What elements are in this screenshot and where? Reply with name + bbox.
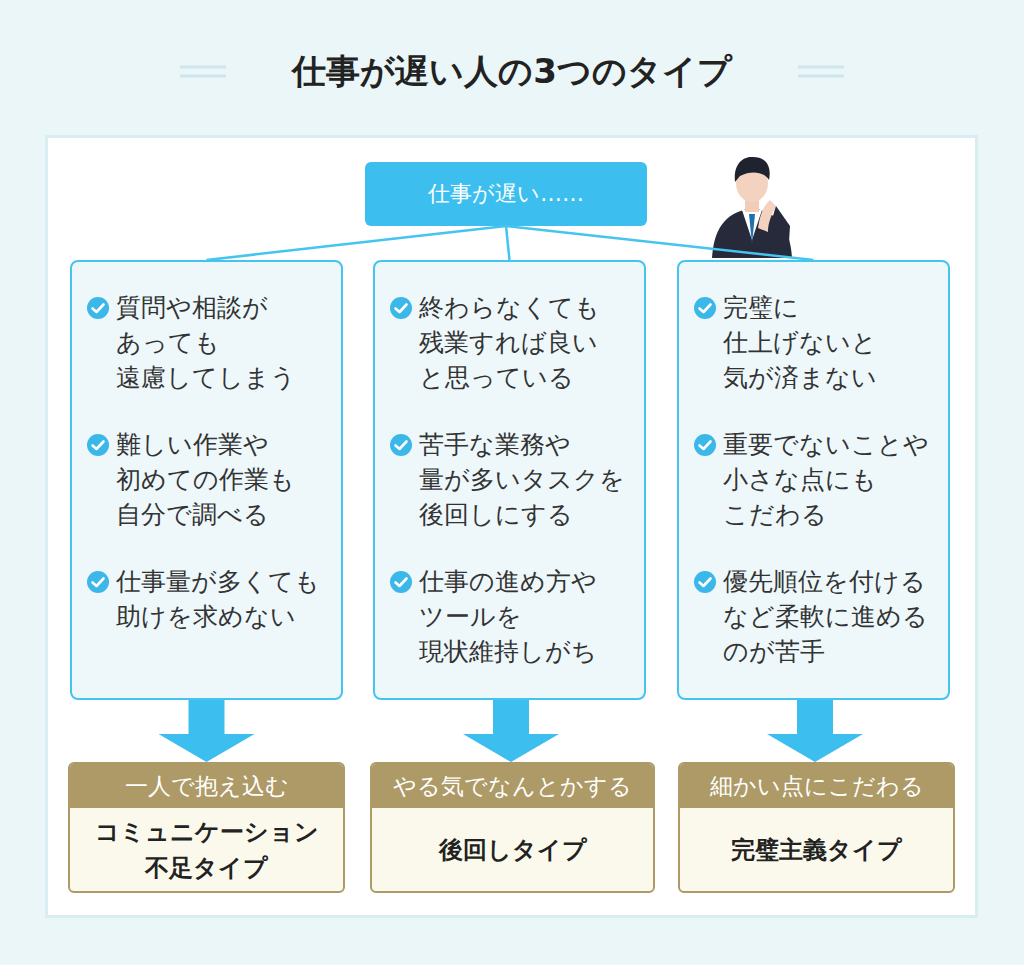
checklist-item: 苦手な業務や 量が多いタスクを 後回しにする xyxy=(419,427,634,532)
check-icon xyxy=(86,570,110,594)
check-icon xyxy=(693,296,717,320)
person-illustration xyxy=(712,157,792,258)
check-icon xyxy=(693,570,717,594)
type-box: 一人で抱え込むコミュニケーション 不足タイプ xyxy=(68,762,345,893)
type-name: 後回しタイプ xyxy=(388,832,638,868)
down-arrow xyxy=(767,700,863,762)
check-icon xyxy=(389,296,413,320)
check-icon xyxy=(389,433,413,457)
type-header: やる気でなんとかする xyxy=(372,764,653,808)
start-box: 仕事が遅い…… xyxy=(365,162,647,226)
type-box: やる気でなんとかする後回しタイプ xyxy=(370,762,655,893)
type-header: 一人で抱え込む xyxy=(70,764,343,808)
connector-line xyxy=(506,226,510,260)
checklist-item: 質問や相談が あっても 遠慮してしまう xyxy=(116,290,331,395)
type-body: 後回しタイプ xyxy=(372,808,653,891)
type-body: 完璧主義タイプ xyxy=(680,808,953,891)
down-arrow xyxy=(159,700,255,762)
check-icon xyxy=(693,433,717,457)
type-name: 完璧主義タイプ xyxy=(692,832,942,868)
type-name: コミュニケーション 不足タイプ xyxy=(82,814,332,886)
check-icon xyxy=(86,296,110,320)
type-box: 細かい点にこだわる完璧主義タイプ xyxy=(678,762,955,893)
diagram-title: 仕事が遅い人の3つのタイプ xyxy=(0,48,1024,94)
checklist-item: 仕事の進め方や ツールを 現状維持しがち xyxy=(419,564,634,669)
node-label: 仕事が遅い…… xyxy=(428,179,584,209)
type-body: コミュニケーション 不足タイプ xyxy=(70,808,343,891)
check-icon xyxy=(389,570,413,594)
checklist-box: 終わらなくても 残業すれば良い と思っている苦手な業務や 量が多いタスクを 後回… xyxy=(373,260,646,700)
type-header: 細かい点にこだわる xyxy=(680,764,953,808)
checklist-item: 重要でないことや 小さな点にも こだわる xyxy=(723,427,938,532)
checklist-box: 質問や相談が あっても 遠慮してしまう難しい作業や 初めての作業も 自分で調べる… xyxy=(70,260,343,700)
checklist-item: 終わらなくても 残業すれば良い と思っている xyxy=(419,290,634,395)
down-arrow xyxy=(463,700,559,762)
checklist-item: 完璧に 仕上げないと 気が済まない xyxy=(723,290,938,395)
connector-line xyxy=(506,226,814,260)
checklist-box: 完璧に 仕上げないと 気が済まない重要でないことや 小さな点にも こだわる優先順… xyxy=(677,260,950,700)
checklist-item: 優先順位を付ける など柔軟に進める のが苦手 xyxy=(723,564,938,669)
checklist-item: 仕事量が多くても 助けを求めない xyxy=(116,564,331,634)
connector-line xyxy=(207,226,507,260)
check-icon xyxy=(86,433,110,457)
checklist-item: 難しい作業や 初めての作業も 自分で調べる xyxy=(116,427,331,532)
